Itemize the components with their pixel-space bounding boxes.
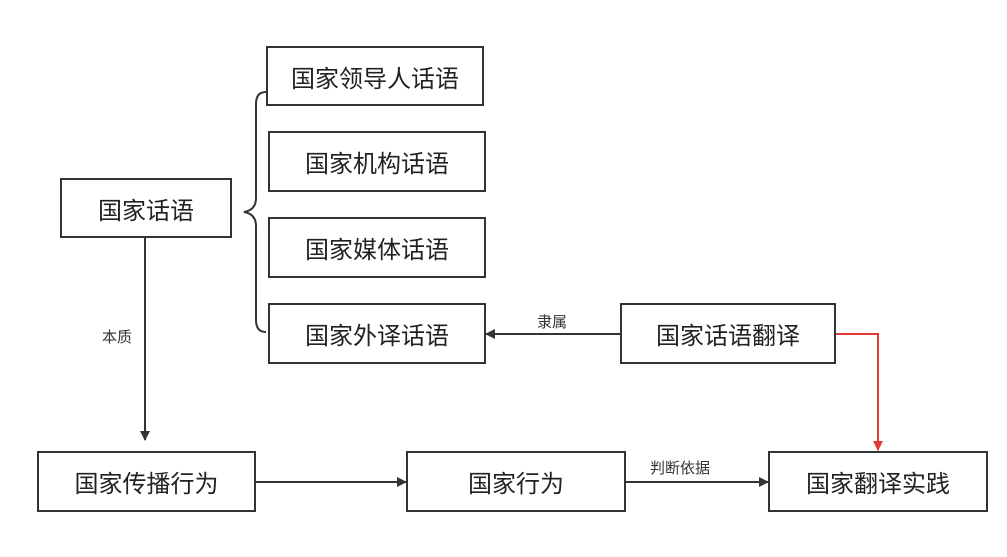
- label-judgment-basis: 判断依据: [648, 457, 713, 478]
- node-translation-practice[interactable]: 国家翻译实践: [768, 451, 988, 512]
- node-institution-discourse[interactable]: 国家机构话语: [268, 131, 486, 192]
- node-communication-behavior[interactable]: 国家传播行为: [37, 451, 256, 512]
- node-leader-discourse[interactable]: 国家领导人话语: [266, 46, 484, 106]
- label-subordinate: 隶属: [535, 311, 570, 332]
- node-discourse-translation[interactable]: 国家话语翻译: [620, 303, 836, 364]
- node-national-discourse[interactable]: 国家话语: [60, 178, 232, 238]
- grouping-brace: [243, 91, 267, 333]
- label-essence: 本质: [100, 326, 135, 347]
- node-media-discourse[interactable]: 国家媒体话语: [268, 217, 486, 278]
- node-foreign-translation-discourse[interactable]: 国家外译话语: [268, 303, 486, 364]
- node-national-behavior[interactable]: 国家行为: [406, 451, 626, 512]
- edge-translation-to-practice: [836, 333, 883, 451]
